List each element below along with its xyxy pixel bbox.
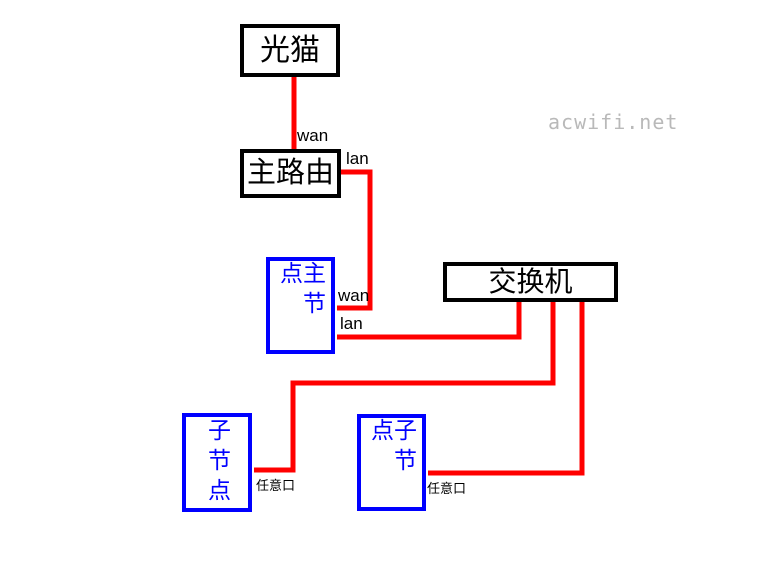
node-child-mesh-node-2-label: 子节点 [367, 418, 417, 478]
node-switch: 交换机 [443, 262, 618, 302]
watermark: acwifi.net [548, 110, 679, 134]
cable-switch-to-child1 [254, 301, 556, 473]
node-main-mesh-node: 主节点 [266, 257, 335, 354]
node-optical-modem: 光猫 [240, 24, 340, 77]
node-optical-modem-label: 光猫 [260, 33, 320, 67]
node-switch-label: 交换机 [488, 266, 573, 297]
cable-mainnode-lan-to-switch [337, 301, 522, 340]
port-label-child2-any-port: 任意口 [427, 481, 467, 496]
node-main-router-label: 主路由 [246, 157, 334, 189]
port-label-child1-any-port: 任意口 [256, 478, 296, 493]
port-label-router-lan: lan [346, 149, 369, 168]
port-label-mainnode-lan: lan [340, 314, 363, 333]
node-main-mesh-node-label: 主节点 [276, 261, 326, 321]
node-main-router: 主路由 [240, 149, 341, 198]
node-child-mesh-node-1: 子节点 [182, 413, 252, 512]
port-label-mainnode-wan: wan [338, 286, 370, 305]
port-label-router-wan: wan [297, 126, 329, 145]
node-child-mesh-node-1-label: 子节点 [204, 417, 231, 508]
cable-switch-to-child2 [428, 301, 585, 476]
node-child-mesh-node-2: 子节点 [357, 414, 426, 511]
cable-router-lan-to-mainnode-wan [337, 169, 373, 311]
